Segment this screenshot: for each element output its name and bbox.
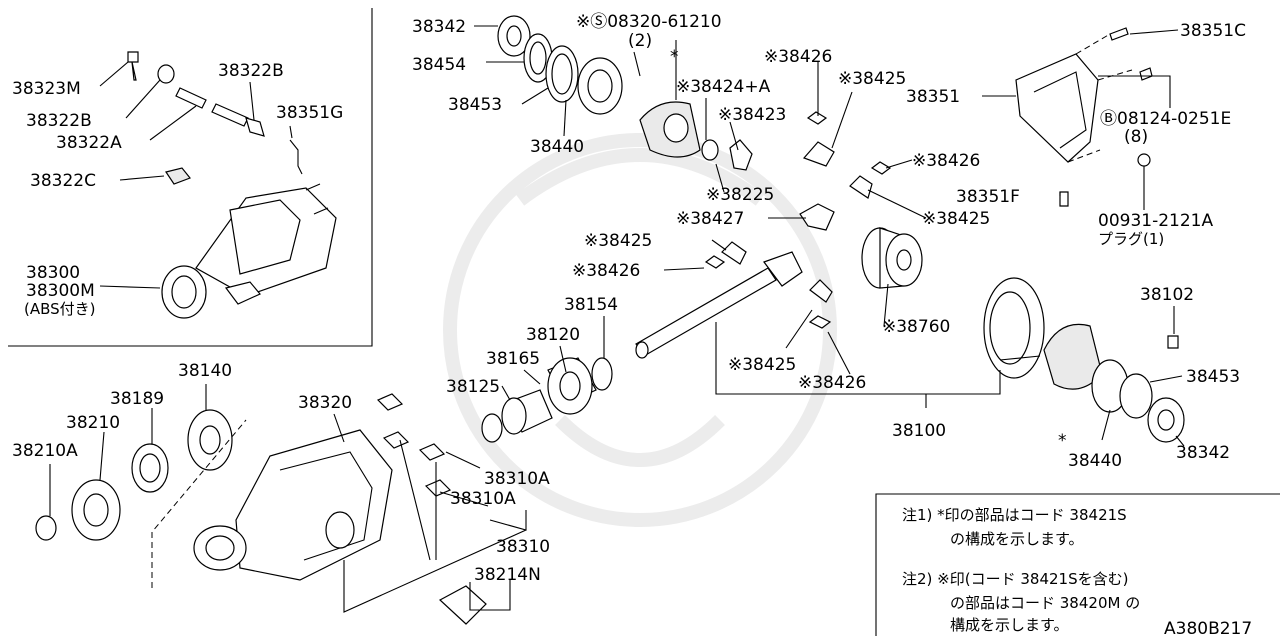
label-38210: 38210 bbox=[66, 413, 120, 433]
label-38423: ※38423 bbox=[718, 105, 786, 125]
label-38342_top: 38342 bbox=[412, 17, 466, 37]
notes-frame bbox=[875, 493, 1280, 636]
label-38426-b: ※38426 bbox=[912, 151, 980, 171]
diff-case-group bbox=[639, 101, 892, 329]
note-line-4: の部品はコード 38420M の bbox=[950, 594, 1140, 612]
label-38154: 38154 bbox=[564, 295, 618, 315]
label-38424A: ※38424+A bbox=[676, 77, 771, 97]
label-38453_top: 38453 bbox=[448, 95, 502, 115]
part-labels: 38342 38454 38453 38440 ※Ⓢ08320-61210 (2… bbox=[12, 12, 1246, 585]
label-38425-c: ※38425 bbox=[584, 231, 652, 251]
label-38426-d: ※38426 bbox=[798, 373, 866, 393]
label-38342-right: 38342 bbox=[1176, 443, 1230, 463]
label-38120: 38120 bbox=[526, 325, 580, 345]
label-star-right: * bbox=[1058, 431, 1067, 451]
label-s08320: ※Ⓢ08320-61210 bbox=[576, 12, 722, 32]
top-bearing-group bbox=[497, 15, 623, 115]
label-38351G: 38351G bbox=[276, 103, 343, 123]
label-38140: 38140 bbox=[178, 361, 232, 381]
label-38454: 38454 bbox=[412, 55, 466, 75]
note-line-5: 構成を示します。 bbox=[950, 616, 1069, 634]
label-38310A-1: 38310A bbox=[484, 469, 550, 489]
cover-38351 bbox=[1015, 27, 1153, 207]
label-38300: 38300 bbox=[26, 263, 80, 283]
label-star-top: * bbox=[670, 47, 679, 67]
diagram-code: A380B217 bbox=[1164, 619, 1252, 638]
note-line-3: 注2) ※印(コード 38421Sを含む) bbox=[902, 570, 1128, 588]
label-38310: 38310 bbox=[496, 537, 550, 557]
label-s08320-qty: (2) bbox=[628, 31, 652, 51]
inset-assembly bbox=[127, 51, 337, 319]
label-38189: 38189 bbox=[110, 389, 164, 409]
flange-group bbox=[35, 409, 247, 588]
label-38100: 38100 bbox=[892, 421, 946, 441]
label-38102: 38102 bbox=[1140, 285, 1194, 305]
label-00931: 00931-2121A bbox=[1098, 211, 1213, 231]
label-38322B-2: 38322B bbox=[26, 111, 92, 131]
label-38225: ※38225 bbox=[706, 185, 774, 205]
label-38351: 38351 bbox=[906, 87, 960, 107]
label-abs: (ABS付き) bbox=[24, 300, 96, 318]
notes: 注1) *印の部品はコード 38421S の構成を示します。 注2) ※印(コー… bbox=[902, 506, 1140, 634]
label-38760: ※38760 bbox=[882, 317, 950, 337]
label-38427: ※38427 bbox=[676, 209, 744, 229]
label-38425-d: ※38425 bbox=[728, 355, 796, 375]
label-38125: 38125 bbox=[446, 377, 500, 397]
label-b08124-qty: (8) bbox=[1124, 127, 1148, 147]
label-38351C: 38351C bbox=[1180, 21, 1246, 41]
label-38322A: 38322A bbox=[56, 133, 122, 153]
ring-gear-group bbox=[983, 277, 1185, 443]
label-38300M: 38300M bbox=[26, 281, 95, 301]
inset-frame bbox=[8, 8, 373, 347]
label-38165: 38165 bbox=[486, 349, 540, 369]
label-38323M: 38323M bbox=[12, 79, 81, 99]
label-38320: 38320 bbox=[298, 393, 352, 413]
label-38310A-2: 38310A bbox=[450, 489, 516, 509]
pinion-bearing-stack bbox=[481, 357, 613, 443]
label-38440_top: 38440 bbox=[530, 137, 584, 157]
label-38425-a: ※38425 bbox=[838, 69, 906, 89]
label-38214N: 38214N bbox=[474, 565, 541, 585]
label-38440-right: 38440 bbox=[1068, 451, 1122, 471]
watermark-emblem bbox=[443, 133, 837, 527]
note-line-1: 注1) *印の部品はコード 38421S bbox=[902, 506, 1127, 524]
label-38322B-1: 38322B bbox=[218, 61, 284, 81]
label-38426-c: ※38426 bbox=[572, 261, 640, 281]
label-38351F: 38351F bbox=[956, 187, 1020, 207]
label-plug: プラグ(1) bbox=[1098, 230, 1164, 248]
bearing-38760 bbox=[861, 227, 923, 289]
label-38426-a: ※38426 bbox=[764, 47, 832, 67]
label-38453-right: 38453 bbox=[1186, 367, 1240, 387]
label-38210A: 38210A bbox=[12, 441, 78, 461]
label-b08124: Ⓑ08124-0251E bbox=[1100, 109, 1231, 129]
label-38322C: 38322C bbox=[30, 171, 96, 191]
label-38425-b: ※38425 bbox=[922, 209, 990, 229]
leader-lines bbox=[49, 25, 1185, 613]
note-line-2: の構成を示します。 bbox=[950, 530, 1084, 548]
pinion-shaft bbox=[635, 251, 803, 359]
carrier-housing bbox=[193, 393, 487, 625]
